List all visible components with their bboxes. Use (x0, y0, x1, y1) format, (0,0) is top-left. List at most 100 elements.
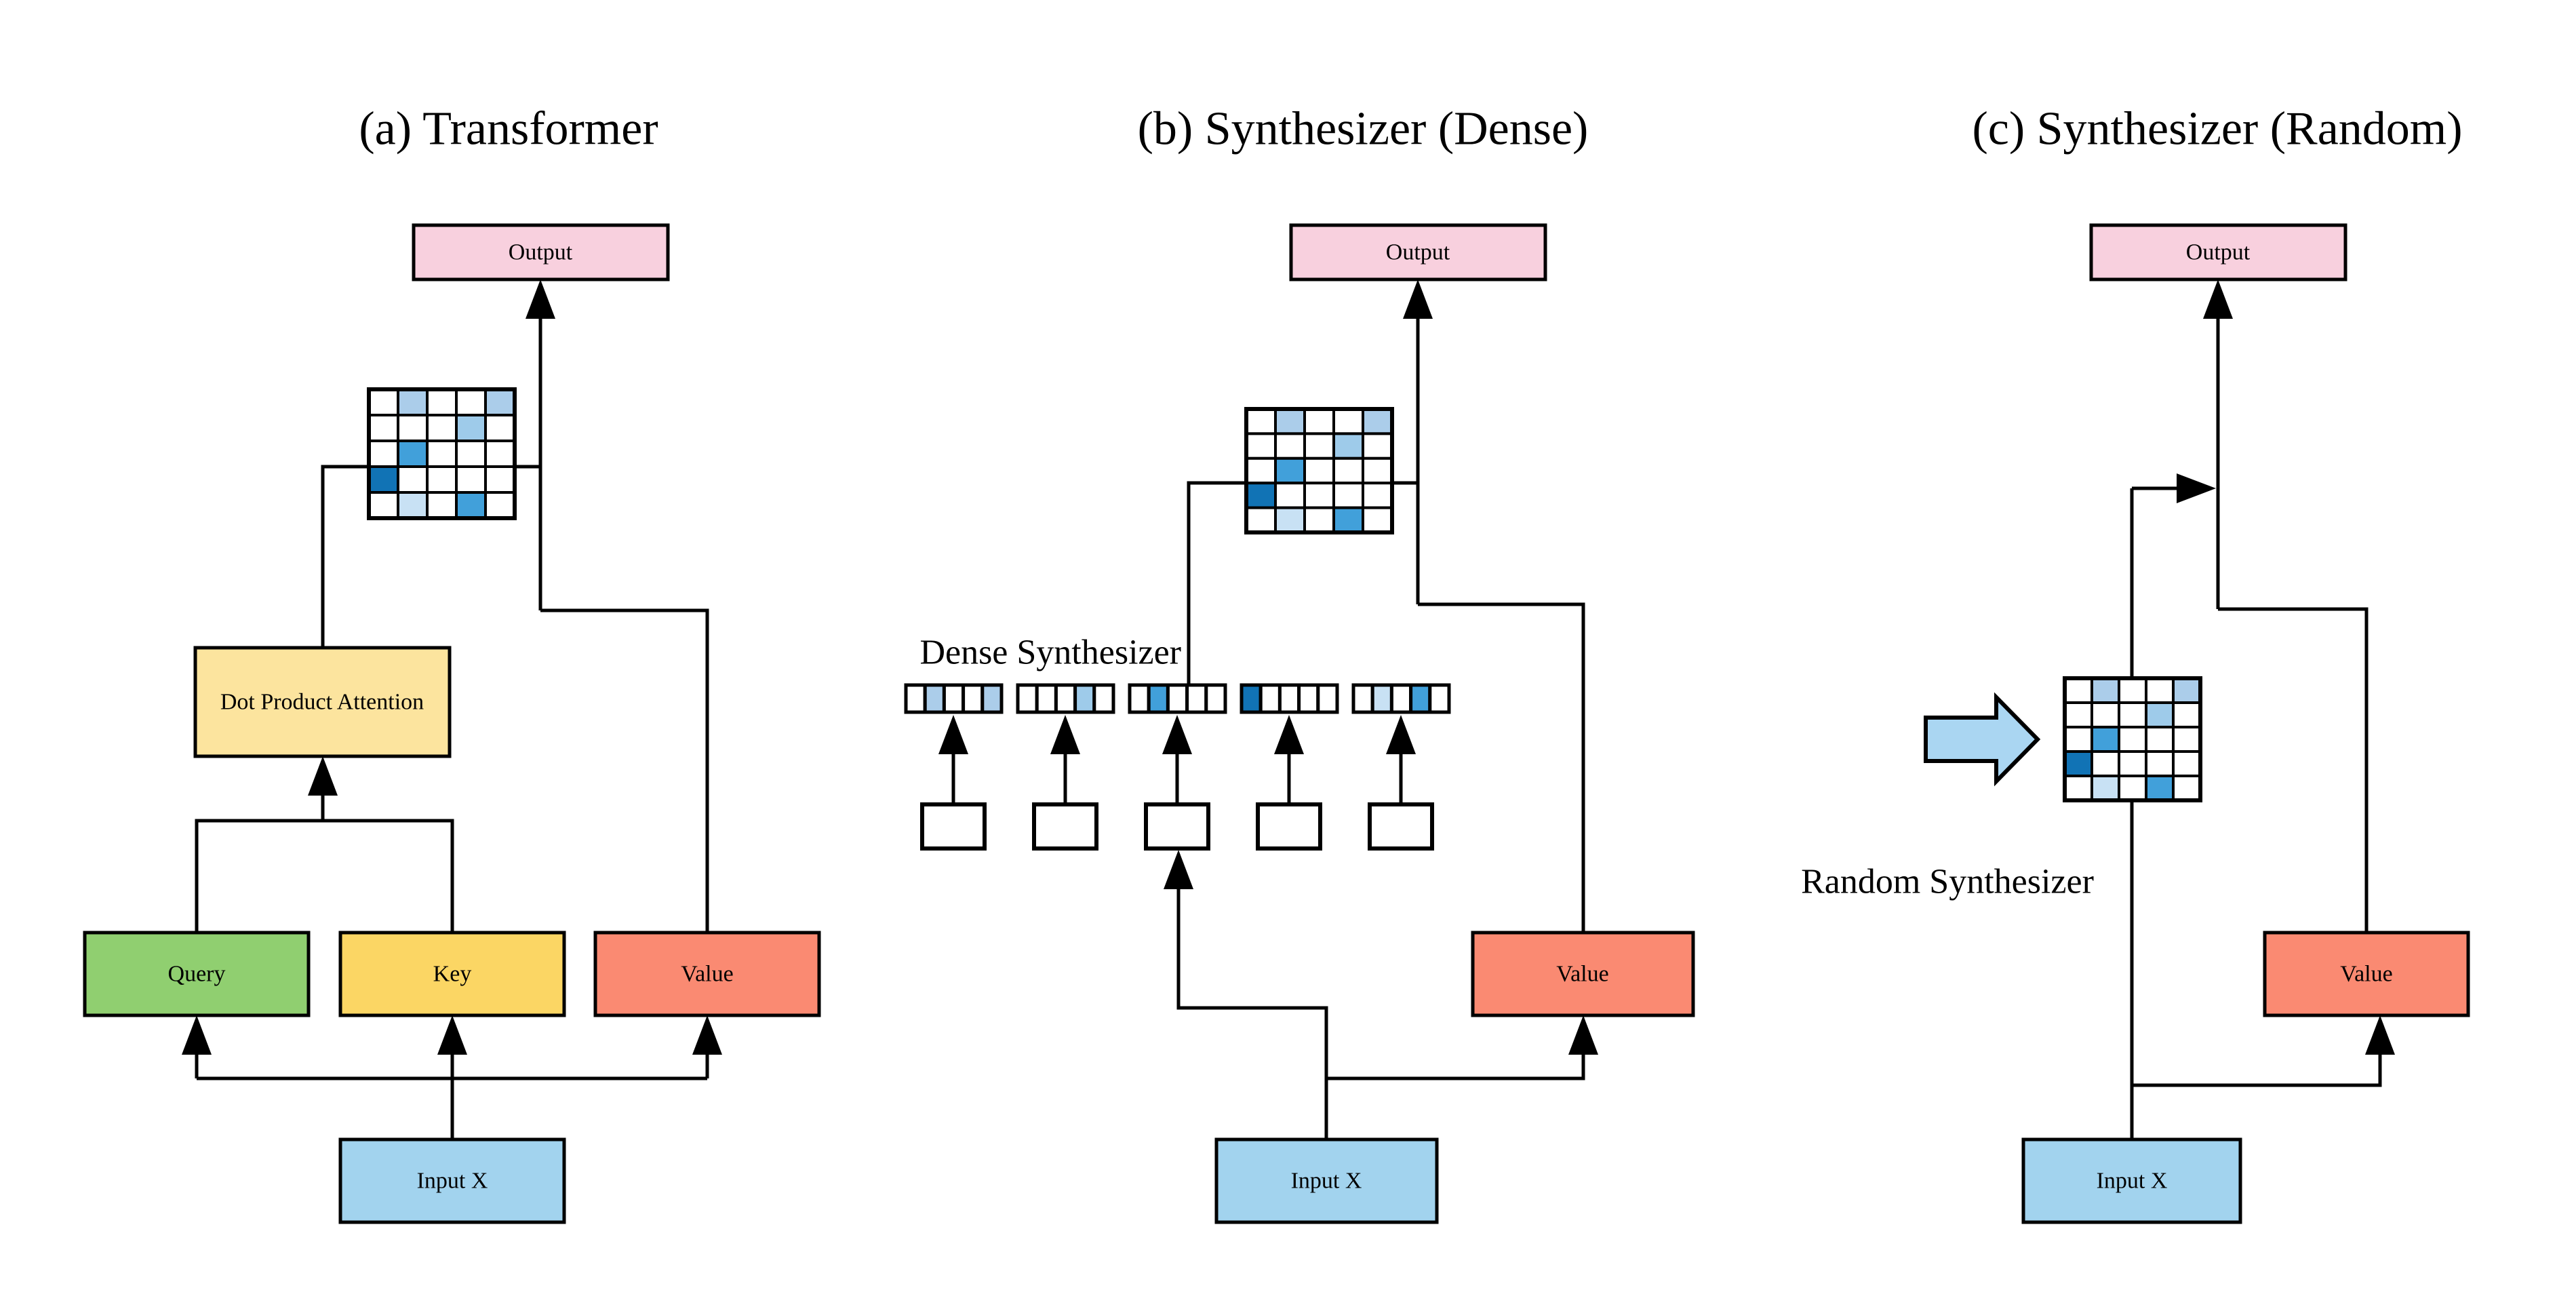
vector-cell (1092, 683, 1115, 714)
input-to-value-connector (2132, 1055, 2382, 1087)
matrix-cell (426, 414, 458, 442)
input-to-value-connector (1326, 1055, 1585, 1080)
matrix-border (2063, 676, 2202, 802)
arrowhead-up-icon (1050, 715, 1080, 754)
vector-cell (1073, 683, 1096, 714)
value-label: Value (1556, 962, 1608, 987)
arrowhead-up-icon (1162, 715, 1192, 754)
attention-to-matrix-connector (321, 465, 369, 648)
matrix-cell (1245, 482, 1277, 509)
vector-cell (1054, 683, 1077, 714)
vector-cell (1240, 683, 1263, 714)
matrix-cell (397, 465, 429, 494)
matrix-cell (484, 414, 516, 442)
matrix-cell (397, 388, 429, 416)
matrix-cell (1303, 456, 1335, 485)
input-x-label: Input X (2097, 1169, 2168, 1194)
value-box (1471, 931, 1695, 1017)
value-box (593, 931, 821, 1017)
matrix-border (367, 387, 517, 520)
arrowhead-up-icon (1568, 1015, 1598, 1055)
vector-cell (1370, 683, 1393, 714)
input-to-token-connector (1176, 889, 1328, 1139)
token-box (1256, 802, 1322, 851)
token-box (1368, 802, 1434, 851)
matrix-cell (1245, 408, 1277, 435)
matrix-cell (1245, 432, 1277, 460)
matrix-cell (1303, 432, 1335, 460)
dot-product-attention-box (193, 646, 452, 758)
input-x-box (1214, 1137, 1439, 1224)
attention-matrix (2063, 676, 2202, 802)
vector-cell (1316, 683, 1339, 714)
matrix-cell (368, 388, 399, 416)
matrix-to-vectors-connector (1187, 481, 1246, 684)
matrix-cell (455, 491, 487, 520)
input-x-label: Input X (1291, 1169, 1362, 1194)
arrowhead-up-icon (1164, 850, 1193, 889)
matrix-cell (1362, 506, 1393, 534)
matrix-cell (1274, 482, 1306, 509)
vector-cell (1389, 683, 1413, 714)
vector-cell (1147, 683, 1170, 714)
weight-vector (1016, 683, 1115, 714)
vector-cell (1016, 683, 1039, 714)
arrowhead-up-icon (308, 756, 338, 796)
matrix-cell (1274, 506, 1306, 534)
input-x-label: Input X (417, 1169, 488, 1194)
matrix-cell (368, 414, 399, 442)
vector-cell (1277, 683, 1301, 714)
vector-cell (1259, 683, 1282, 714)
matrix-cell (1362, 456, 1393, 485)
panel-title: (a) Transformer (359, 103, 658, 155)
matrix-cell (1245, 456, 1277, 485)
matrix-cell (2063, 726, 2093, 753)
matrix-cell (1362, 432, 1393, 460)
dense-synthesizer-label: Dense Synthesizer (919, 633, 1181, 672)
vector-cell (1185, 683, 1208, 714)
vector-cell (1035, 683, 1058, 714)
matrix-cell (484, 465, 516, 494)
matrix-cell (2118, 750, 2147, 777)
vector-cell (904, 683, 927, 714)
matrix-cell (2145, 775, 2175, 802)
matrix-cell (2063, 750, 2093, 777)
arrowhead-up-icon (1386, 715, 1416, 754)
arrowhead-up-icon (692, 1015, 722, 1055)
matrix-cell (2090, 701, 2120, 728)
matrix-cell (1362, 482, 1393, 509)
matrix-cell (2090, 750, 2120, 777)
matrix-cell (2090, 677, 2120, 704)
value-to-output-connector (2218, 607, 2369, 933)
matrix-cell (1303, 482, 1335, 509)
arrowhead-up-icon (2365, 1015, 2395, 1055)
matrix-cell (2145, 726, 2175, 753)
matrix-cell (397, 440, 429, 468)
matrix-cell (455, 388, 487, 416)
value-label: Value (681, 962, 733, 987)
matrix-cell (1332, 456, 1364, 485)
matrix-cell (455, 414, 487, 442)
value-label: Value (2340, 962, 2392, 987)
query-key-bracket (195, 819, 454, 933)
vector-cell (1166, 683, 1189, 714)
matrix-cell (2145, 750, 2175, 777)
attention-label: Dot Product Attention (220, 690, 424, 715)
token-box (920, 802, 987, 851)
value-box (2263, 931, 2470, 1017)
matrix-cell (1303, 408, 1335, 435)
matrix-cell (368, 440, 399, 468)
arrowhead-up-icon (526, 279, 555, 319)
query-box (83, 931, 311, 1017)
vector-cell (923, 683, 946, 714)
input-x-box (2021, 1137, 2242, 1224)
panel-title: (c) Synthesizer (Random) (1972, 103, 2462, 155)
matrix-cell (2172, 726, 2202, 753)
key-label: Key (433, 962, 472, 987)
matrix-cell (368, 491, 399, 520)
vector-cell (942, 683, 966, 714)
matrix-cell (368, 465, 399, 494)
weight-vector (904, 683, 1004, 714)
